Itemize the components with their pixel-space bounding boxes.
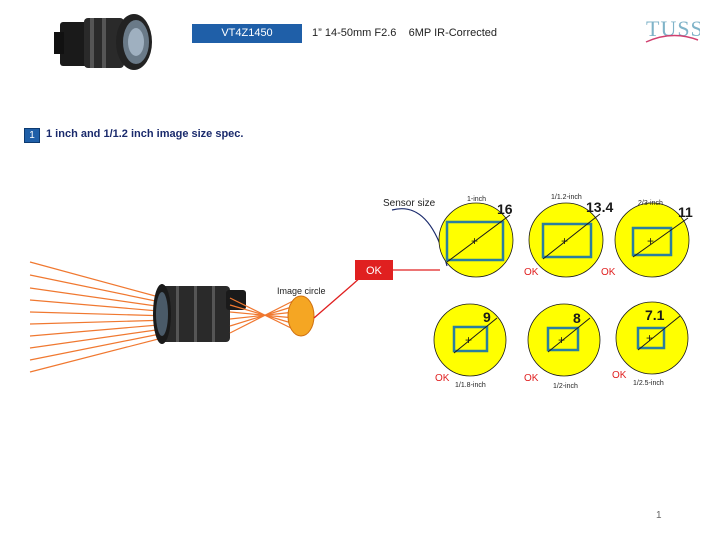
sensor-1-1.8-inch: + 9 OK 1/1.8-inch — [433, 303, 507, 389]
ok-main-box — [355, 260, 393, 280]
outgoing-light-rays — [229, 297, 296, 334]
sensor-1-2-inch-name: 1/2-inch — [553, 383, 578, 390]
svg-text:+: + — [465, 333, 472, 347]
image-circle-shape — [287, 295, 315, 337]
sensor-1-1.2-inch-diagonal: 13.4 — [586, 199, 613, 215]
sensor-1-1.2-inch-name: 1/1.2-inch — [551, 194, 582, 201]
sensor-1-2-inch-diagonal: 8 — [573, 310, 581, 326]
sensor-2-3-inch-ok: OK — [601, 267, 616, 278]
sensor-2-3-inch-diagonal: 11 — [678, 204, 693, 220]
image-circle-label: Image circle — [277, 286, 326, 296]
svg-text:+: + — [647, 234, 654, 248]
sensor-1-2.5-inch-ok: OK — [612, 370, 627, 381]
red-connector-line — [313, 275, 363, 319]
sensor-size-label: Sensor size — [383, 198, 436, 209]
sensor-1-1.8-inch-diagonal: 9 — [483, 309, 491, 325]
sensor-1-1.8-inch-ok: OK — [435, 373, 450, 384]
sensor-2-3-inch-name: 2/3-inch — [638, 200, 663, 207]
sensor-1-inch-diagonal: 16 — [497, 201, 513, 217]
page-number: 1 — [656, 510, 662, 521]
sensor-1-1.2-inch-ok: OK — [524, 267, 539, 278]
svg-text:+: + — [471, 234, 478, 248]
sensor-1-2-inch-ok: OK — [524, 373, 539, 384]
lens-photo-icon — [54, 14, 152, 70]
sensor-1-1.2-inch: + 1/1.2-inch 13.4 OK — [524, 194, 613, 278]
ok-main-label: OK — [366, 265, 383, 277]
sensor-1-inch: + 1-inch 16 — [438, 196, 514, 278]
model-number-badge: VT4Z1450 — [192, 24, 302, 43]
svg-text:+: + — [558, 333, 565, 347]
sensor-1-2.5-inch-name: 1/2.5-inch — [633, 380, 664, 387]
sensor-1-2-inch: + 8 OK 1/2-inch — [524, 303, 601, 390]
svg-text:TUSS: TUSS — [646, 16, 700, 41]
svg-text:+: + — [561, 234, 568, 248]
lens-product-image — [50, 8, 155, 76]
sensor-1-2.5-inch-diagonal: 7.1 — [645, 307, 665, 323]
lens-body-icon — [153, 284, 246, 344]
incoming-light-rays — [29, 261, 171, 373]
sensor-1-1.8-inch-name: 1/1.8-inch — [455, 382, 486, 389]
svg-text:+: + — [646, 331, 653, 345]
section-number-badge: 1 — [24, 128, 40, 143]
logo-icon: TUSS — [645, 16, 700, 43]
model-description: 1” 14-50mm F2.6 6MP IR-Corrected — [312, 27, 498, 39]
sensor-1-2.5-inch: + 7.1 OK 1/2.5-inch — [612, 301, 689, 387]
sensor-2-3-inch: + 2/3-inch 11 OK — [601, 200, 693, 278]
section-title: 1 inch and 1/1.2 inch image size spec. — [46, 128, 244, 140]
sensor-1-inch-name: 1-inch — [467, 196, 486, 203]
